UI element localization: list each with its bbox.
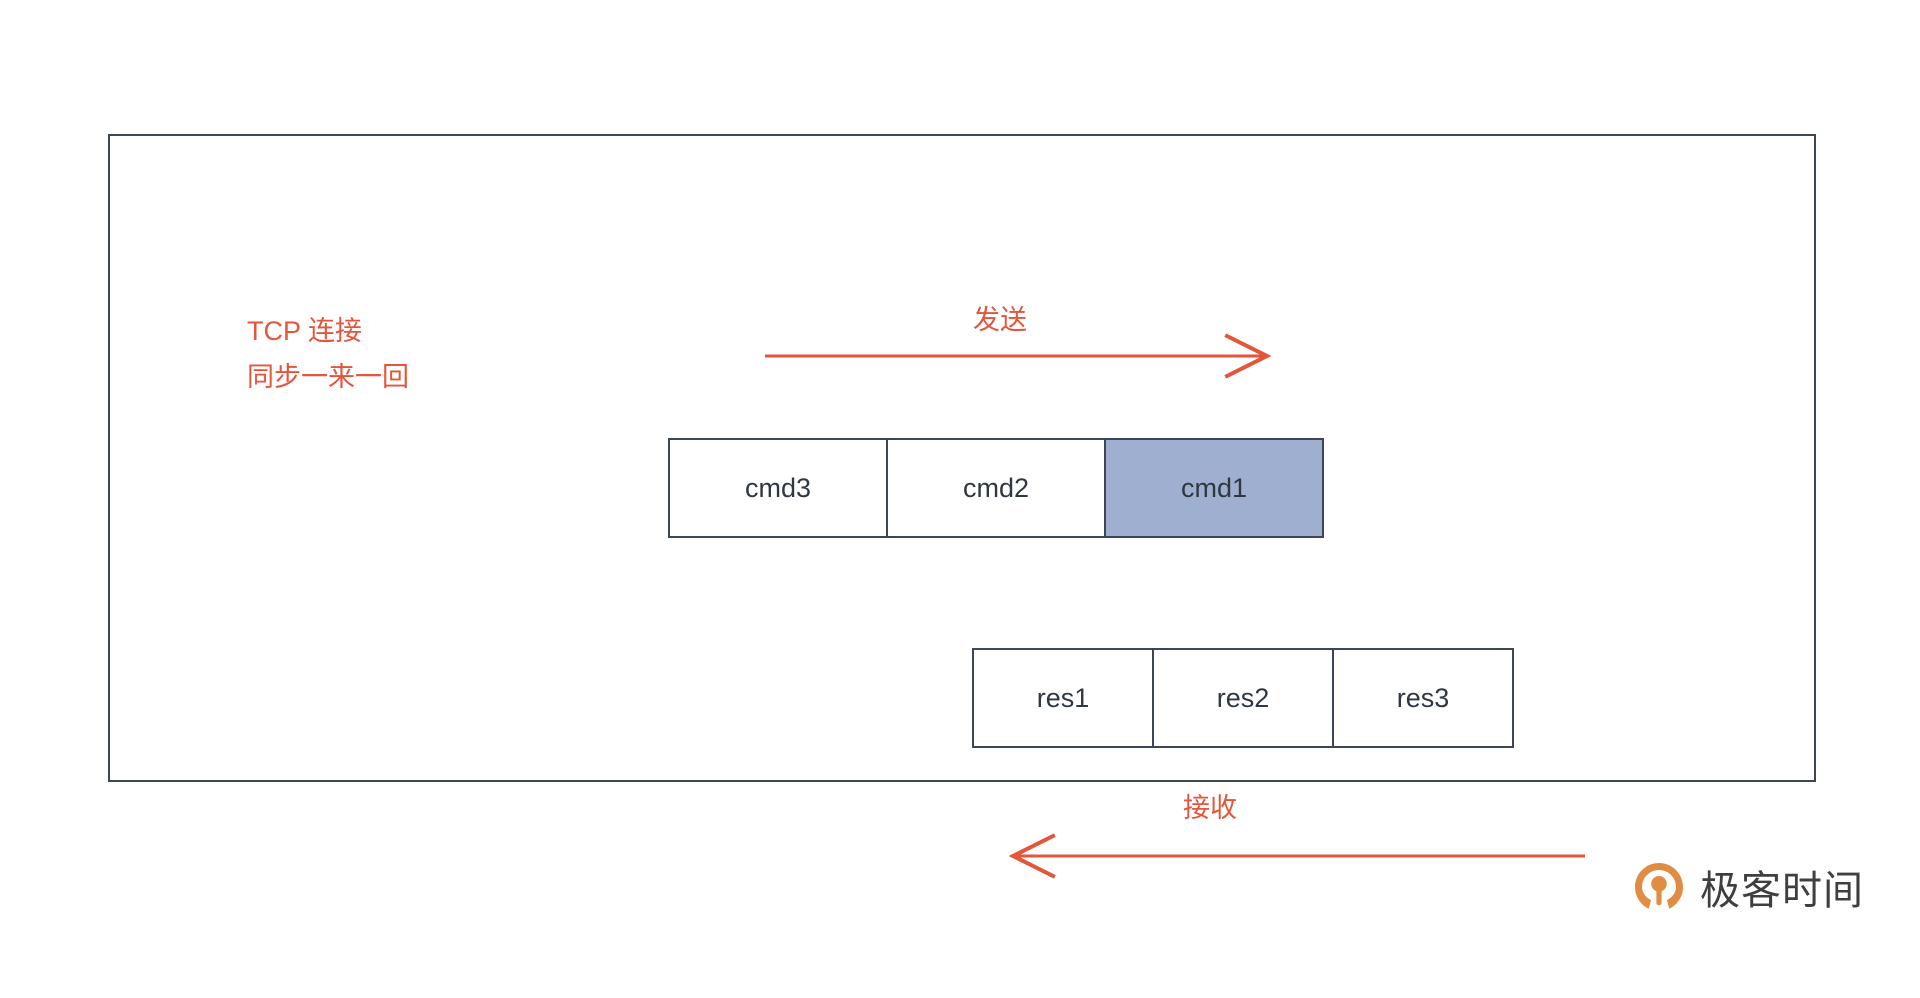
command-box-row: cmd3 cmd2 cmd1 bbox=[668, 438, 1324, 538]
annotation-text: TCP 连接 同步一来一回 bbox=[247, 308, 409, 400]
response-box-res3[interactable]: res3 bbox=[1332, 648, 1514, 748]
response-box-row: res1 res2 res3 bbox=[972, 648, 1514, 748]
geektime-logo: 极客时间 bbox=[1632, 858, 1864, 916]
command-box-cmd2[interactable]: cmd2 bbox=[886, 438, 1106, 538]
send-arrow-label: 发送 bbox=[973, 305, 1027, 335]
command-box-cmd3[interactable]: cmd3 bbox=[668, 438, 888, 538]
annotation-line-1: TCP 连接 bbox=[247, 316, 363, 346]
response-box-res1[interactable]: res1 bbox=[972, 648, 1154, 748]
command-box-cmd1[interactable]: cmd1 bbox=[1104, 438, 1324, 538]
response-box-label: res2 bbox=[1216, 682, 1270, 713]
annotation-line-2: 同步一来一回 bbox=[247, 362, 409, 392]
command-box-label: cmd2 bbox=[962, 472, 1030, 503]
send-arrow-icon bbox=[765, 333, 1272, 379]
response-box-res2[interactable]: res2 bbox=[1152, 648, 1334, 748]
response-box-label: res3 bbox=[1396, 682, 1450, 713]
diagram-frame: TCP 连接 同步一来一回 发送 cmd3 cmd2 cmd1 res1 res… bbox=[108, 134, 1816, 879]
response-box-label: res1 bbox=[1036, 682, 1090, 713]
geektime-logo-text: 极客时间 bbox=[1700, 868, 1864, 914]
receive-arrow-icon bbox=[1008, 833, 1585, 879]
receive-arrow-label: 接收 bbox=[1183, 793, 1237, 823]
command-box-label: cmd3 bbox=[744, 472, 812, 503]
geektime-logo-mark bbox=[1635, 863, 1683, 912]
command-box-label: cmd1 bbox=[1180, 472, 1248, 503]
